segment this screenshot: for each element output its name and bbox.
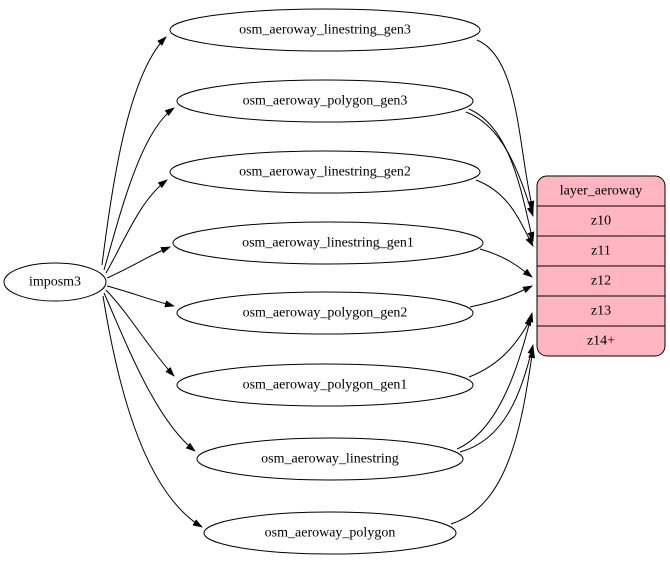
edge-imposm3-polygon bbox=[102, 295, 203, 528]
edge-polygon-gen2-z12 bbox=[469, 285, 533, 308]
edge-linestring-z14 bbox=[459, 344, 535, 453]
edge-imposm3-polygon-gen1 bbox=[105, 289, 175, 377]
edge-imposm3-polygon-gen3 bbox=[103, 107, 175, 271]
layer-title: layer_aeroway bbox=[560, 184, 642, 199]
table-ellipse bbox=[176, 363, 474, 407]
layer-row-z14plus: z14+ bbox=[587, 334, 615, 349]
table-ellipse bbox=[169, 8, 481, 52]
node-osm-aeroway-polygon: osm_aeroway_polygon bbox=[203, 511, 457, 555]
edge-polygon-gen1-z13 bbox=[468, 316, 533, 378]
edge-imposm3-linestring-gen2 bbox=[105, 179, 168, 274]
table-label: osm_aeroway_linestring bbox=[261, 452, 399, 467]
edge-imposm3-linestring-gen3 bbox=[101, 36, 167, 266]
layer-row-z12: z12 bbox=[591, 274, 611, 289]
node-osm-aeroway-linestring-gen2: osm_aeroway_linestring_gen2 bbox=[169, 150, 481, 194]
layer-row-z13: z13 bbox=[591, 304, 611, 319]
table-ellipse bbox=[176, 79, 474, 123]
imposm3-ellipse bbox=[3, 262, 107, 302]
node-imposm3: imposm3 bbox=[3, 262, 107, 302]
edge-linestring-gen1-z12 bbox=[479, 248, 533, 278]
layer-row-z11: z11 bbox=[591, 244, 611, 259]
imposm3-label: imposm3 bbox=[29, 275, 81, 290]
node-osm-aeroway-linestring-gen3: osm_aeroway_linestring_gen3 bbox=[169, 8, 481, 52]
edge-imposm3-polygon-gen2 bbox=[106, 285, 175, 308]
table-ellipse bbox=[172, 221, 484, 265]
node-osm-aeroway-polygon-gen1: osm_aeroway_polygon_gen1 bbox=[176, 363, 474, 407]
layer-row-z10: z10 bbox=[591, 214, 611, 229]
edge-polygon-gen3-z11 bbox=[468, 108, 535, 242]
edge-linestring-gen3-z10 bbox=[476, 39, 535, 211]
table-label: osm_aeroway_polygon_gen1 bbox=[243, 378, 408, 393]
edge-linestring-gen2-z11 bbox=[475, 179, 534, 247]
edges-from-source bbox=[101, 36, 203, 528]
edge-polygon-z14 bbox=[450, 348, 536, 525]
node-osm-aeroway-polygon-gen2: osm_aeroway_polygon_gen2 bbox=[176, 291, 474, 335]
edge-linestring-z13 bbox=[456, 312, 534, 450]
table-label: osm_aeroway_linestring_gen1 bbox=[242, 236, 414, 251]
edge-imposm3-linestring bbox=[103, 292, 196, 452]
node-osm-aeroway-polygon-gen3: osm_aeroway_polygon_gen3 bbox=[176, 79, 474, 123]
table-label: osm_aeroway_linestring_gen3 bbox=[239, 23, 411, 38]
table-label: osm_aeroway_polygon_gen3 bbox=[243, 94, 408, 109]
table-label: osm_aeroway_linestring_gen2 bbox=[239, 165, 411, 180]
table-label: osm_aeroway_polygon_gen2 bbox=[243, 306, 408, 321]
edges-to-layer bbox=[450, 39, 536, 525]
table-ellipse bbox=[176, 291, 474, 335]
edge-imposm3-linestring-gen1 bbox=[106, 246, 171, 279]
table-ellipse bbox=[203, 511, 457, 555]
node-osm-aeroway-linestring: osm_aeroway_linestring bbox=[196, 437, 464, 481]
table-ellipse bbox=[169, 150, 481, 194]
table-label: osm_aeroway_polygon bbox=[265, 526, 396, 541]
node-layer-aeroway: layer_aeroway z10 z11 z12 z13 z14+ bbox=[536, 175, 666, 357]
node-osm-aeroway-linestring-gen1: osm_aeroway_linestring_gen1 bbox=[172, 221, 484, 265]
table-ellipse bbox=[196, 437, 464, 481]
